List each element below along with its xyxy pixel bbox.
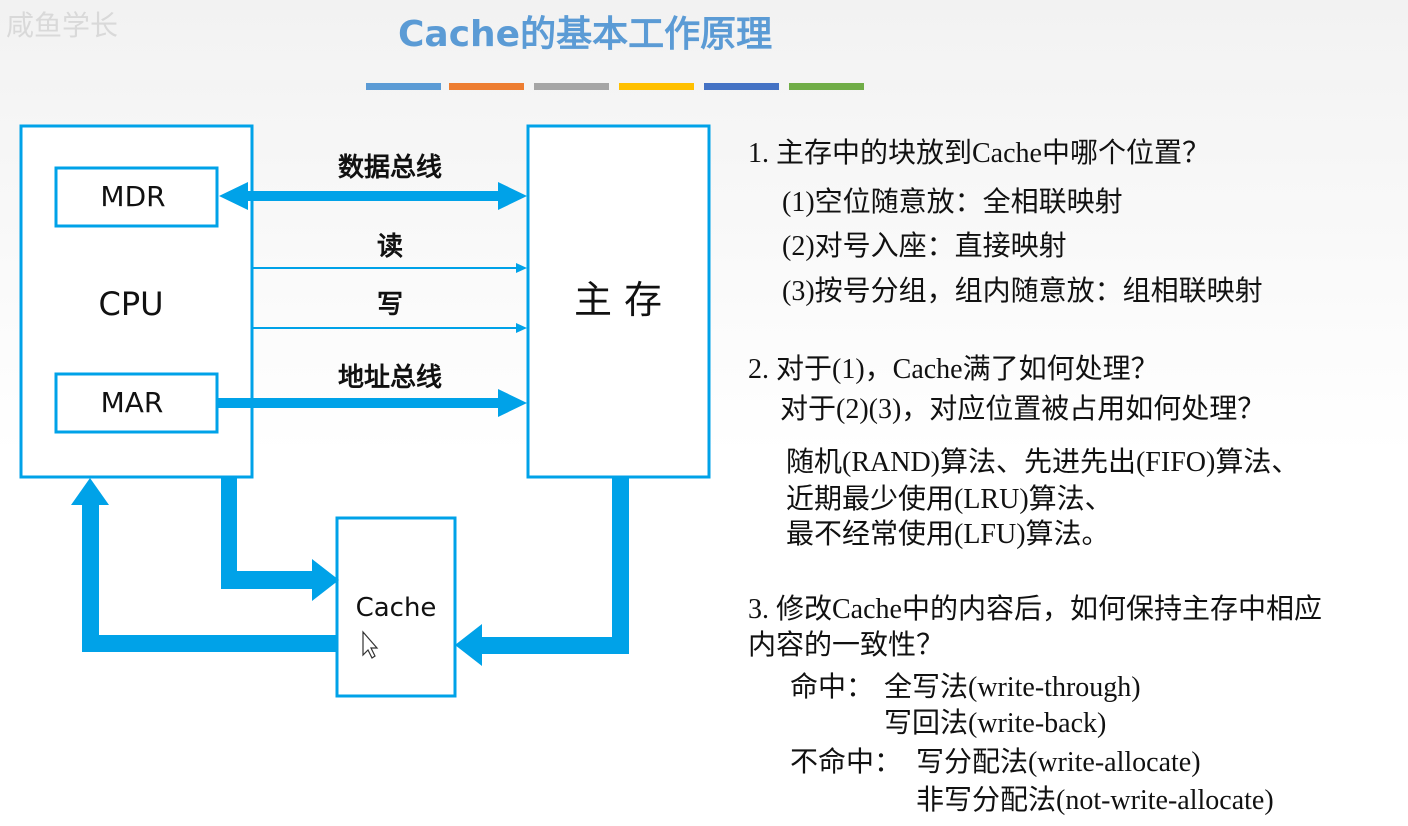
main-memory-label: 主 存 (574, 278, 662, 322)
miss-option-1: 写分配法(write-allocate) (916, 747, 1201, 778)
read-line-arrow (253, 263, 527, 273)
color-bar-2 (449, 83, 524, 90)
miss-label: 不命中： (790, 747, 903, 778)
cache-to-cpu-arrow (71, 478, 337, 652)
data-bus-arrow (219, 182, 527, 210)
cpu-label: CPU (98, 285, 163, 323)
slide-title: Cache的基本工作原理 (398, 14, 773, 55)
memory-to-cache-arrow (455, 477, 629, 666)
miss-option-2: 非写分配法(not-write-allocate) (916, 785, 1274, 816)
data-bus-label: 数据总线 (338, 153, 442, 183)
cache-diagram: MDR MAR CPU 主 存 Cache 数据总线 读 写 地址总线 (19, 124, 711, 698)
main-memory-box (526, 124, 711, 479)
question-2-line-2: 对于(2)(3)，对应位置被占用如何处理？ (780, 394, 1266, 425)
cache-box (335, 516, 457, 698)
color-bar-1 (366, 83, 441, 90)
question-3-line-2: 内容的一致性？ (748, 630, 945, 661)
hit-option-1: 全写法(write-through) (884, 672, 1141, 703)
write-line-arrow (253, 323, 527, 333)
question-1-option-3: (3)按号分组，组内随意放：组相联映射 (782, 276, 1263, 307)
question-1-text: 1. 主存中的块放到Cache中哪个位置？ (748, 138, 1210, 169)
color-bar-3 (534, 83, 609, 90)
mar-box (54, 372, 219, 434)
write-label: 写 (377, 290, 403, 320)
color-bar-4 (619, 83, 694, 90)
cpu-to-cache-arrow (221, 477, 339, 601)
mdr-label: MDR (100, 180, 165, 213)
question-2-answer-1: 随机(RAND)算法、先进先出(FIFO)算法、 (786, 447, 1300, 478)
address-bus-label: 地址总线 (338, 363, 442, 393)
question-3-line-1: 3. 修改Cache中的内容后，如何保持主存中相应 (748, 594, 1322, 625)
watermark: 咸鱼学长 (6, 9, 119, 42)
question-2-line-1: 2. 对于(1)，Cache满了如何处理？ (748, 354, 1159, 385)
question-2-answer-3: 最不经常使用(LFU)算法。 (786, 519, 1110, 550)
read-label: 读 (377, 232, 403, 262)
mouse-cursor-icon (362, 630, 379, 659)
hit-label: 命中： (790, 672, 875, 703)
mar-label: MAR (101, 386, 164, 419)
question-1-option-1: (1)空位随意放：全相联映射 (782, 187, 1123, 218)
address-bus-arrow (218, 389, 527, 417)
color-bar-5 (704, 83, 779, 90)
cache-label: Cache (356, 593, 437, 623)
mdr-box (54, 166, 219, 228)
hit-option-2: 写回法(write-back) (884, 708, 1107, 739)
question-2-answer-2: 近期最少使用(LRU)算法、 (786, 484, 1113, 515)
question-1-option-2: (2)对号入座：直接映射 (782, 231, 1067, 262)
color-bar-6 (789, 83, 864, 90)
